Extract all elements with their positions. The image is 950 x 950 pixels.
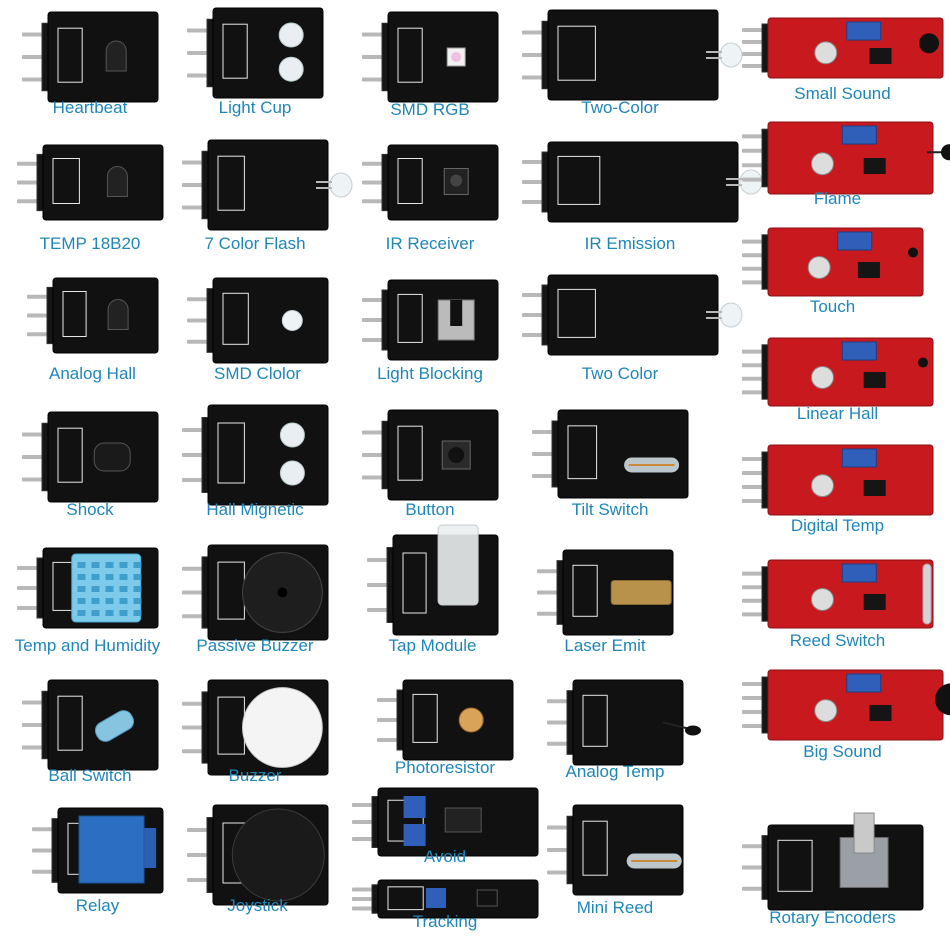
module-label: Heartbeat xyxy=(52,98,128,117)
module-label: Big Sound xyxy=(803,742,882,761)
module-label: Shock xyxy=(66,500,114,519)
module-label: Light Cup xyxy=(218,98,292,117)
encoder-body xyxy=(839,837,889,888)
module-label: Analog Hall xyxy=(49,364,136,383)
module-label: Tracking xyxy=(412,912,478,931)
module-label: IR Emission xyxy=(584,234,676,253)
module-label: Two Color xyxy=(581,364,659,383)
module-label: Photoresistor xyxy=(394,758,496,777)
module-label: Joystick xyxy=(227,896,288,915)
module-label: Light Blocking xyxy=(377,364,483,383)
module-label: Passive Buzzer xyxy=(196,636,314,655)
module-label: SMD RGB xyxy=(390,100,470,119)
module-label: Ball Switch xyxy=(48,766,132,785)
module-label: Analog Temp xyxy=(565,762,665,781)
module-label: Mini Reed xyxy=(576,898,654,917)
silkscreen-outline xyxy=(777,839,813,892)
module-label: Avoid xyxy=(423,847,467,866)
header-pin xyxy=(742,844,768,849)
pcb-board xyxy=(767,824,924,911)
module-label: Reed Switch xyxy=(789,631,886,650)
module-label: SMD Clolor xyxy=(214,364,301,383)
module-label: Flame xyxy=(813,189,862,208)
module-board-group xyxy=(742,812,924,911)
header-pin xyxy=(742,865,768,870)
module-label: Tap Module xyxy=(388,636,477,655)
module-label: Small Sound xyxy=(794,84,891,103)
module-label: Laser Emit xyxy=(564,636,646,655)
module-label: Temp and Humidity xyxy=(14,636,161,655)
encoder-shaft xyxy=(853,812,875,854)
module-label: Two-Color xyxy=(581,98,659,117)
module-label: TEMP 18B20 xyxy=(39,234,141,253)
module-label: Button xyxy=(405,500,455,519)
module-label: Buzzer xyxy=(228,766,282,785)
module-label: IR Receiver xyxy=(385,234,475,253)
module-label: Relay xyxy=(75,896,120,915)
pin-header xyxy=(761,835,775,900)
module-label: Tilt Switch xyxy=(571,500,649,519)
module-label: Digital Temp xyxy=(790,516,885,535)
header-pin xyxy=(742,886,768,891)
module-label: Touch xyxy=(809,297,856,316)
module-label: 7 Color Flash xyxy=(204,234,306,253)
module-label: Hall Mignetic xyxy=(206,500,304,519)
module-label: Rotary Encoders xyxy=(769,908,896,927)
module-label: Linear Hall xyxy=(796,404,879,423)
